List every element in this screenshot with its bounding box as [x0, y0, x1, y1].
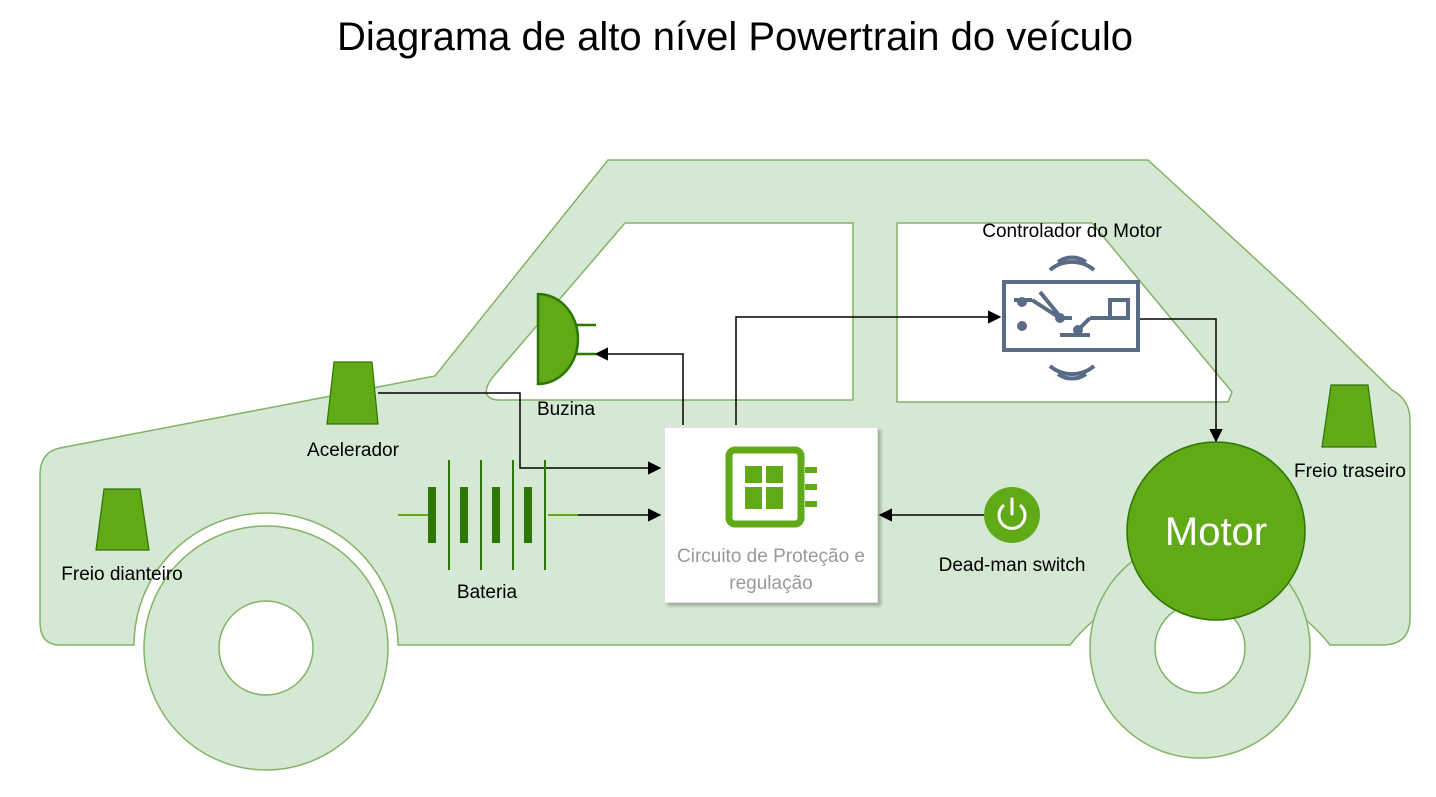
controlador-component: Controlador do Motor — [982, 221, 1162, 381]
car-window-rear — [896, 222, 1233, 403]
front-wheel — [143, 525, 389, 771]
arrow-protecao-to-buzina — [594, 347, 684, 425]
acelerador-pedal-icon — [326, 361, 379, 425]
arrow-protecao-to-controlador — [735, 310, 1002, 425]
battery-icon — [398, 460, 578, 570]
controlador-label: Controlador do Motor — [982, 221, 1162, 242]
freio-traseiro-pedal-icon — [1321, 384, 1377, 448]
connectors — [378, 310, 1223, 522]
car-window-front — [485, 222, 854, 401]
freio-traseiro-label: Freio traseiro — [1294, 461, 1406, 482]
motor-circle — [1126, 441, 1306, 621]
freio-dianteiro-pedal-icon — [95, 488, 150, 551]
motor-component: Motor — [1126, 441, 1306, 621]
buzina-component: Buzina — [536, 292, 596, 420]
protecao-card: Circuito de Proteção e regulação — [664, 427, 878, 603]
arrow-controlador-to-motor — [1140, 318, 1223, 443]
protecao-label-line1: Circuito de Proteção e — [677, 546, 865, 567]
circuit-board-icon — [725, 446, 817, 528]
horn-icon — [536, 292, 596, 386]
acelerador-component: Acelerador — [307, 361, 400, 461]
deadman-label: Dead-man switch — [939, 555, 1086, 576]
buzina-label: Buzina — [537, 399, 596, 420]
arrow-acelerador-to-protecao — [378, 392, 662, 475]
bateria-label: Bateria — [457, 582, 518, 603]
deadman-component: Dead-man switch — [939, 487, 1086, 576]
acelerador-label: Acelerador — [307, 440, 400, 461]
freio-dianteiro-label: Freio dianteiro — [61, 564, 182, 585]
diagram-title: Diagrama de alto nível Powertrain do veí… — [337, 15, 1133, 59]
bateria-component: Bateria — [398, 460, 578, 603]
motor-label: Motor — [1165, 510, 1267, 554]
protecao-label-line2: regulação — [729, 573, 813, 594]
controller-chip-nodes — [1017, 297, 1083, 335]
controller-chip-icon — [1002, 255, 1140, 381]
power-icon — [984, 487, 1040, 543]
freio-dianteiro-component: Freio dianteiro — [61, 488, 183, 585]
freio-traseiro-component: Freio traseiro — [1294, 384, 1406, 482]
protecao-label: Circuito de Proteção e regulação — [665, 543, 877, 597]
